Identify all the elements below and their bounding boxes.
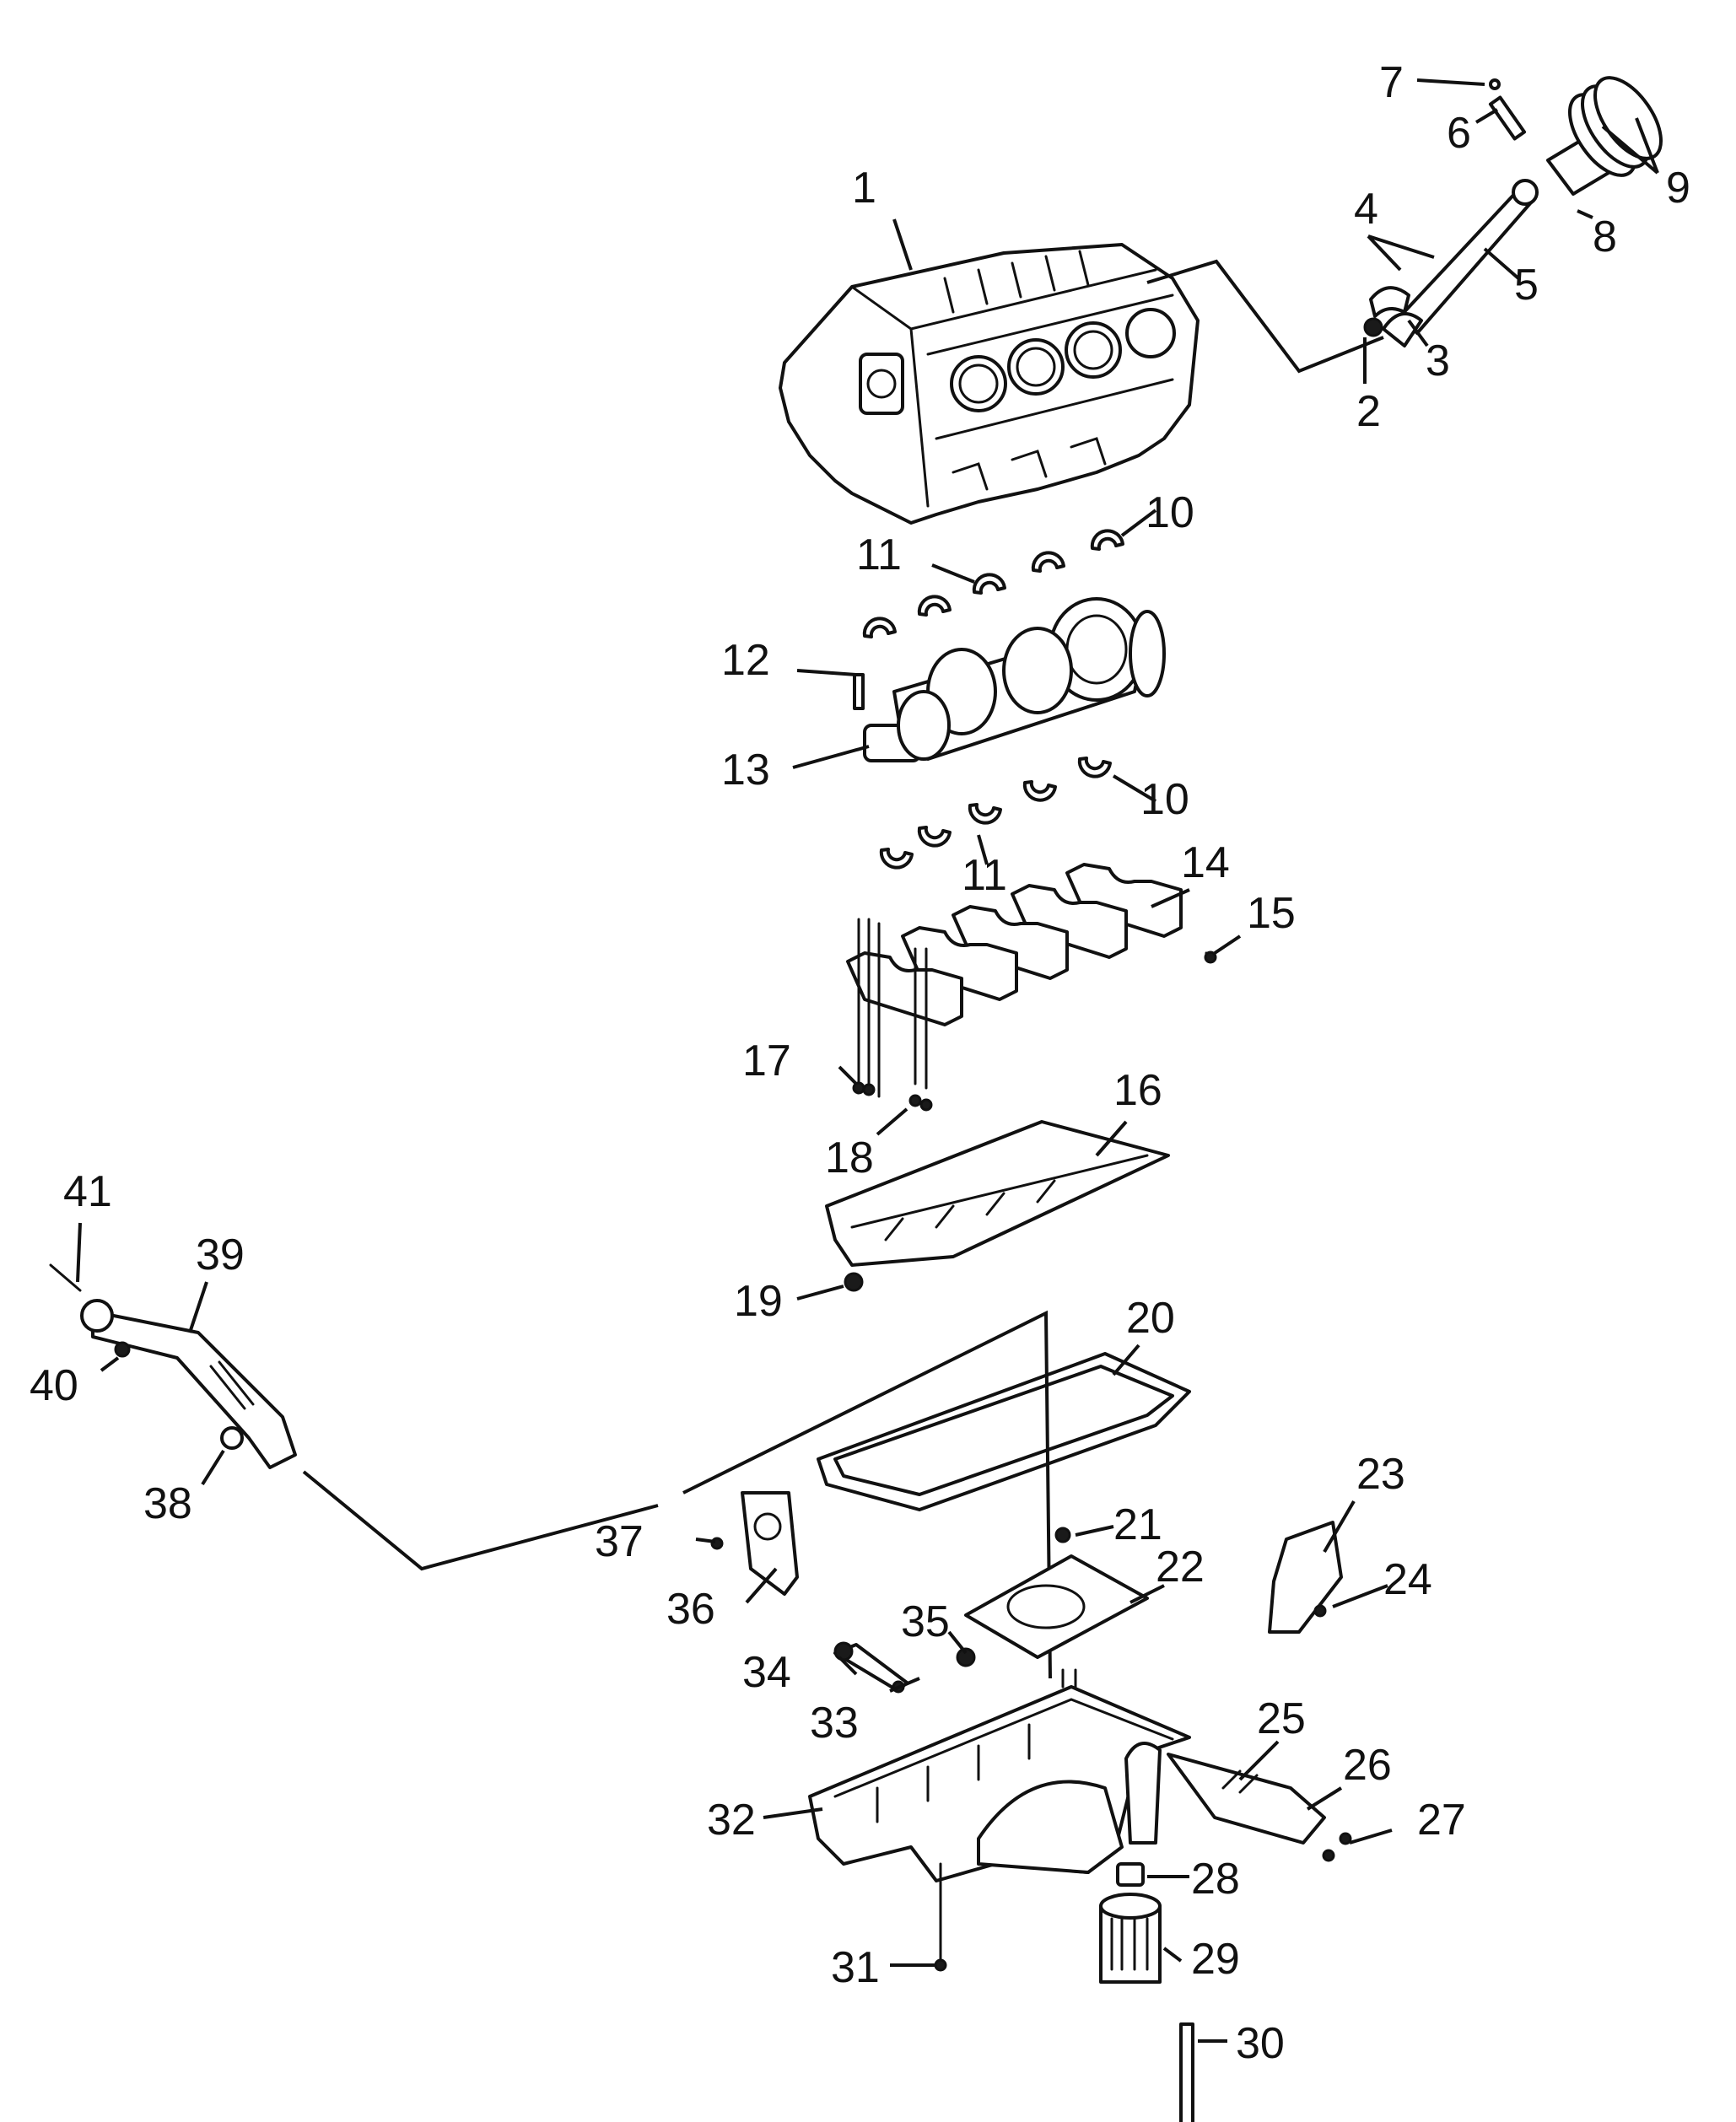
callout-10-upper: 10 <box>1146 488 1194 537</box>
callout-10-lower: 10 <box>1140 775 1189 824</box>
callout-24: 24 <box>1383 1555 1432 1604</box>
callout-34: 34 <box>742 1648 791 1697</box>
callout-7: 7 <box>1379 58 1404 107</box>
callout-18: 18 <box>825 1134 874 1182</box>
lower-main-bearings <box>879 757 1112 870</box>
callout-14: 14 <box>1181 838 1230 887</box>
oil-pan <box>808 1641 1191 1882</box>
callout-4: 4 <box>1354 185 1378 234</box>
callout-leaders <box>76 78 1659 2043</box>
callout-27: 27 <box>1417 1796 1466 1845</box>
callout-20: 20 <box>1126 1294 1175 1343</box>
callout-38: 38 <box>143 1479 192 1528</box>
oil-pan-gasket <box>817 1352 1191 1511</box>
callout-41: 41 <box>63 1167 112 1216</box>
callout-29: 29 <box>1191 1935 1240 1984</box>
callout-19: 19 <box>734 1277 783 1326</box>
crankshaft <box>853 597 1166 762</box>
callout-39: 39 <box>196 1231 245 1279</box>
callout-3: 3 <box>1426 337 1450 385</box>
main-cap-bolts <box>852 918 933 1112</box>
callout-37: 37 <box>595 1517 644 1566</box>
callout-28: 28 <box>1191 1855 1240 1904</box>
upper-main-bearings <box>862 529 1124 638</box>
tube-leader-line <box>302 1310 1052 1679</box>
callout-36: 36 <box>666 1585 715 1634</box>
dipstick-tube <box>49 1263 297 1469</box>
callout-40: 40 <box>30 1361 78 1410</box>
callout-25: 25 <box>1257 1694 1306 1743</box>
callout-17: 17 <box>742 1037 791 1085</box>
callout-8: 8 <box>1593 213 1617 261</box>
callout-11-upper: 11 <box>856 530 902 579</box>
callout-15: 15 <box>1247 889 1296 938</box>
callout-5: 5 <box>1514 261 1539 310</box>
callout-6: 6 <box>1447 109 1471 158</box>
callout-26: 26 <box>1343 1741 1392 1790</box>
callout-33: 33 <box>810 1699 859 1748</box>
cover-plate-36 <box>710 1491 799 1596</box>
windage-tray <box>825 1120 1170 1292</box>
callout-31: 31 <box>831 1943 880 1992</box>
main-bearing-caps <box>846 863 1217 1026</box>
side-cover-23 <box>1268 1521 1343 1634</box>
oil-pan-baffle <box>964 1527 1149 1659</box>
callout-23: 23 <box>1356 1450 1405 1499</box>
callout-12: 12 <box>721 636 770 685</box>
callout-30: 30 <box>1236 2019 1285 2068</box>
oil-filter-assembly <box>934 1742 1352 2122</box>
callout-9: 9 <box>1666 164 1690 213</box>
callout-16: 16 <box>1113 1066 1162 1115</box>
callout-22: 22 <box>1156 1543 1205 1592</box>
callout-13: 13 <box>721 746 770 794</box>
callout-21: 21 <box>1113 1500 1162 1549</box>
callout-1: 1 <box>852 164 876 213</box>
engine-block <box>779 243 1200 525</box>
callout-labels: 1 2 3 4 5 6 7 8 9 10 10 11 11 12 13 14 1… <box>30 58 1690 2068</box>
callout-2: 2 <box>1356 387 1381 436</box>
callout-35: 35 <box>901 1597 950 1646</box>
callout-32: 32 <box>707 1796 756 1845</box>
callout-11-lower: 11 <box>962 851 1007 900</box>
